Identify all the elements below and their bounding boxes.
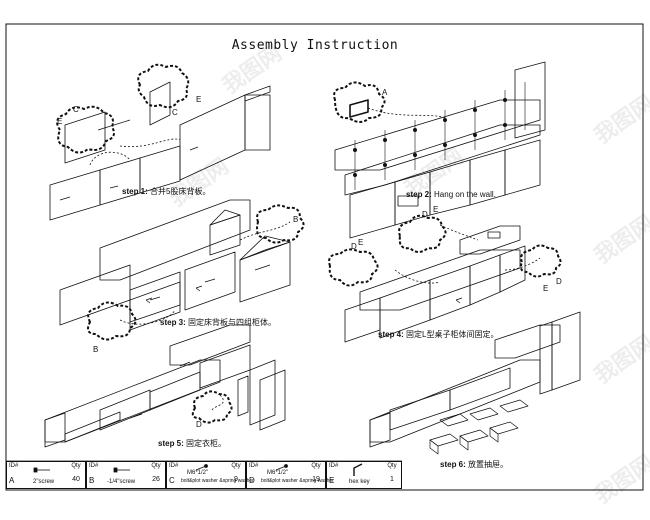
step4-figure <box>344 224 541 343</box>
callout-letter: D <box>196 420 202 429</box>
part-id: B <box>89 476 95 485</box>
callout-letter: E <box>57 117 63 126</box>
part-desc-2: M6*1/2" <box>267 470 289 476</box>
part-qty: 40 <box>72 476 80 483</box>
bolt-icon <box>275 464 288 471</box>
callout-letter: B <box>93 345 99 354</box>
step-text: 固定L型桌子柜体间固定。 <box>406 330 499 339</box>
id-header: ID# <box>249 463 259 469</box>
step-3-caption: step 3: 固定床背板与四组柜体。 <box>160 317 276 328</box>
part-id: C <box>169 476 175 485</box>
part-id: A <box>9 476 15 485</box>
parts-cell-a: ID# A 2"screw Qty 40 <box>6 461 86 489</box>
id-header: ID# <box>169 463 179 469</box>
qty-header: Qty <box>231 463 241 469</box>
callout-letter: C <box>73 105 79 114</box>
step-text: Hang on the wall. <box>434 190 496 199</box>
step1-figure <box>49 81 271 221</box>
detail-cloud <box>87 301 137 341</box>
part-qty: 19 <box>312 476 320 483</box>
part-desc-2: M6*1/2" <box>187 470 209 476</box>
part-desc: bolt&plot washer &spring washer <box>261 478 334 484</box>
callout-letter: C <box>172 108 178 117</box>
part-qty: 1 <box>390 476 394 483</box>
step5-figure <box>44 324 286 448</box>
step6-figure <box>369 311 581 455</box>
callout-letter: B <box>293 215 299 224</box>
callout-letter: D <box>422 210 428 219</box>
part-desc: -1/4"screw <box>107 479 136 485</box>
step3-figure <box>59 199 291 331</box>
part-desc: 2"screw <box>33 479 55 485</box>
drawing-title: Assembly Instruction <box>231 38 399 53</box>
step-2-caption: step 2: Hang on the wall. <box>406 190 496 199</box>
detail-cloud <box>333 81 386 123</box>
step2-figure <box>334 61 546 239</box>
detail-cloud <box>398 214 447 253</box>
parts-table: ID# A 2"screw Qty 40 ID# B -1/4"screw Qt… <box>6 461 402 489</box>
detail-cloud <box>519 244 562 278</box>
parts-cell-d: ID# D M6*1/2" bolt&plot washer &spring w… <box>246 461 334 489</box>
part-id: D <box>249 476 255 485</box>
screw-icon <box>113 467 130 473</box>
part-qty: 26 <box>152 476 160 483</box>
step-4-caption: step 4: 固定L型桌子柜体间固定。 <box>378 329 498 340</box>
id-header: ID# <box>89 463 99 469</box>
detail-cloud <box>256 204 305 244</box>
step-6-caption: step 6: 放置抽屉。 <box>440 459 508 470</box>
step-5-caption: step 5: 固定衣柜。 <box>158 438 226 449</box>
id-header: ID# <box>9 463 19 469</box>
detail-cloud <box>56 105 115 154</box>
step-text: 固定床背板与四组柜体。 <box>188 318 277 327</box>
callout-letter: D <box>556 277 562 286</box>
detail-cloud <box>137 63 190 109</box>
detail-cloud <box>328 248 379 287</box>
drawing-frame <box>5 23 644 491</box>
part-desc: hex key <box>349 479 370 485</box>
step-label: step 2: <box>406 190 432 199</box>
qty-header: Qty <box>311 463 321 469</box>
qty-header: Qty <box>387 463 397 469</box>
part-desc: bolt&plot washer &spring washer <box>181 478 254 484</box>
step-label: step 6: <box>440 460 466 469</box>
parts-cell-c: ID# C M6*1/2" bolt&plot washer &spring w… <box>166 461 254 489</box>
callout-letter: E <box>358 238 364 247</box>
step-label: step 1: <box>122 187 148 196</box>
callout-letter: E <box>433 205 439 214</box>
step-1-caption: step 1: 合并5股床背板。 <box>122 186 210 197</box>
step-text: 合并5股床背板。 <box>150 187 211 196</box>
parts-cell-b: ID# B -1/4"screw Qty 26 <box>86 461 166 489</box>
callout-letter: E <box>196 95 202 104</box>
screw-icon <box>33 467 50 473</box>
step-label: step 3: <box>160 318 186 327</box>
callout-letter: E <box>543 284 549 293</box>
qty-header: Qty <box>71 463 81 469</box>
step-label: step 4: <box>378 330 404 339</box>
bolt-icon <box>195 464 208 471</box>
callout-letter: D <box>351 242 357 251</box>
step-label: step 5: <box>158 439 184 448</box>
qty-header: Qty <box>151 463 161 469</box>
part-qty: 9 <box>234 476 238 483</box>
parts-cell-e: ID# E hex key Qty 1 <box>326 461 402 489</box>
callout-letter: A <box>382 88 388 97</box>
id-header: ID# <box>329 463 339 469</box>
hex-key-icon <box>353 463 363 476</box>
step-text: 放置抽屉。 <box>468 460 509 469</box>
detail-cloud <box>191 390 233 424</box>
step-text: 固定衣柜。 <box>186 439 227 448</box>
part-id: E <box>329 476 335 485</box>
